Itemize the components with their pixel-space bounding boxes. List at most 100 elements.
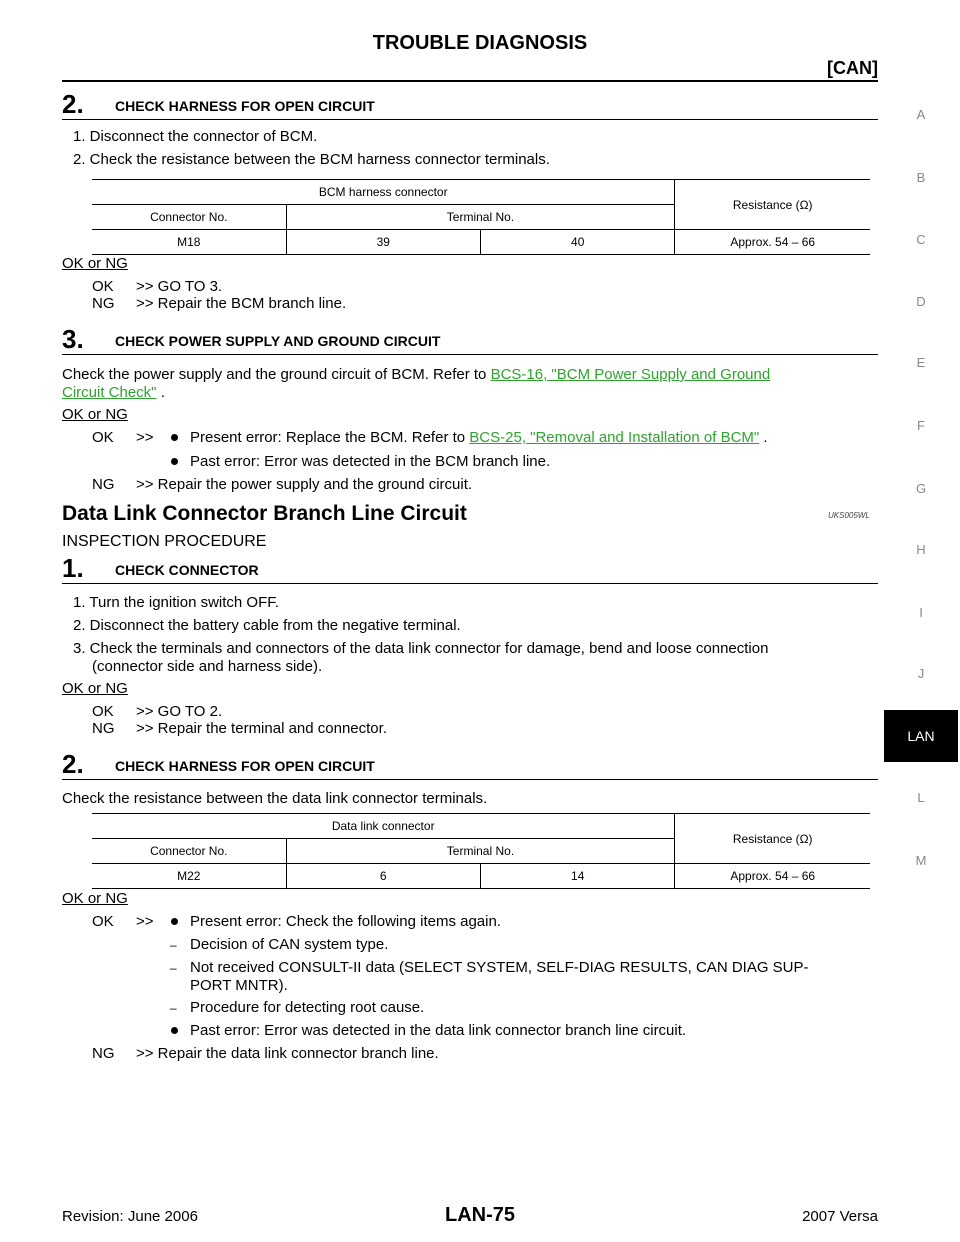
result-text: . [763, 429, 768, 446]
table-cell: 39 [285, 229, 481, 255]
result-label: OK [92, 703, 114, 720]
resistance-table: Data link connector Resistance (Ω) Conne… [92, 813, 870, 889]
table-connector-header: Connector No. [92, 838, 287, 864]
bullet-icon [171, 918, 178, 925]
index-tab-g[interactable]: G [915, 481, 927, 496]
result-text: Present error: Replace the BCM. Refer to… [190, 429, 768, 447]
resistance-table: BCM harness connector Resistance (Ω) Con… [92, 179, 870, 255]
result-text: Present error: Check the following items… [190, 913, 501, 930]
index-tab-j[interactable]: J [917, 666, 925, 681]
result-text: >> GO TO 2. [136, 703, 223, 720]
result-text: >> Repair the data link connector branch… [136, 1045, 439, 1062]
result-label: NG [92, 295, 115, 312]
reference-link[interactable]: BCS-25, "Removal and Installation of BCM… [469, 429, 760, 446]
step-number: 2. [62, 749, 84, 779]
dash-icon: – [170, 938, 177, 952]
index-tab-h[interactable]: H [916, 542, 926, 557]
index-tab-i[interactable]: I [919, 605, 923, 620]
step-number: 3. [62, 324, 84, 354]
ok-or-ng-label: OK or NG [62, 255, 128, 272]
sub-item: Not received CONSULT-II data (SELECT SYS… [190, 959, 809, 976]
result-label: NG [92, 1045, 115, 1062]
table-resistance-header: Resistance (Ω) [674, 179, 870, 230]
step-title: CHECK POWER SUPPLY AND GROUND CIRCUIT [115, 333, 441, 349]
sub-item: Decision of CAN system type. [190, 936, 389, 953]
table-cell: 14 [479, 863, 675, 889]
step-number: 1. [62, 553, 84, 583]
table-cell: M22 [92, 863, 287, 889]
reference-link[interactable]: BCS-16, "BCM Power Supply and Ground [490, 366, 771, 383]
footer-model: 2007 Versa [802, 1208, 878, 1225]
result-text: >> Repair the terminal and connector. [136, 720, 387, 737]
result-text: >> Repair the BCM branch line. [136, 295, 347, 312]
bullet-icon [171, 458, 178, 465]
result-label: OK [92, 278, 114, 295]
table-group-header: BCM harness connector [92, 179, 675, 205]
step-number: 2. [62, 89, 84, 119]
ok-or-ng-label: OK or NG [62, 680, 128, 697]
ok-or-ng-label: OK or NG [62, 890, 128, 907]
instruction-line: 2. Disconnect the battery cable from the… [73, 617, 461, 634]
page-section-label: [CAN] [827, 58, 878, 78]
instruction-line: 3. Check the terminals and connectors of… [73, 640, 769, 657]
index-tab-c[interactable]: C [916, 232, 926, 247]
index-tab-lan-active[interactable]: LAN [884, 710, 958, 762]
step-header: 1. CHECK CONNECTOR [62, 555, 878, 584]
index-tab-b[interactable]: B [916, 170, 926, 185]
reference-link[interactable]: Circuit Check" [62, 384, 157, 401]
result-text: Past error: Error was detected in the BC… [190, 453, 551, 470]
header-divider [62, 80, 878, 82]
result-label: NG [92, 720, 115, 737]
step-header: 2. CHECK HARNESS FOR OPEN CIRCUIT [62, 91, 878, 120]
table-cell: 6 [285, 863, 481, 889]
table-group-header: Data link connector [92, 813, 675, 839]
instruction-line: 2. Check the resistance between the BCM … [73, 151, 550, 168]
footer-revision: Revision: June 2006 [62, 1208, 198, 1225]
section-code: UKS005WL [828, 511, 870, 520]
step-header: 2. CHECK HARNESS FOR OPEN CIRCUIT [62, 751, 878, 780]
index-tab-a[interactable]: A [916, 107, 926, 122]
instruction-line: 1. Disconnect the connector of BCM. [73, 128, 318, 145]
paragraph-text: Check the power supply and the ground ci… [62, 366, 487, 383]
instruction-line: (connector side and harness side). [92, 658, 323, 675]
dash-icon: – [170, 961, 177, 975]
ok-or-ng-label: OK or NG [62, 406, 128, 423]
result-label: OK [92, 429, 114, 446]
table-terminal-header: Terminal No. [285, 838, 675, 864]
section-title: Data Link Connector Branch Line Circuit [62, 502, 467, 525]
step-title: CHECK HARNESS FOR OPEN CIRCUIT [115, 98, 375, 114]
paragraph: Circuit Check" . [62, 384, 165, 402]
index-tab-d[interactable]: D [916, 294, 926, 309]
dash-icon: – [170, 1001, 177, 1015]
section-subtitle: INSPECTION PROCEDURE [62, 533, 267, 550]
index-tab-e[interactable]: E [916, 355, 926, 370]
result-label: OK [92, 913, 114, 930]
table-terminal-header: Terminal No. [285, 204, 675, 230]
bullet-icon [171, 1027, 178, 1034]
sub-item: Procedure for detecting root cause. [190, 999, 425, 1016]
sub-item: PORT MNTR). [190, 977, 288, 994]
table-cell: 40 [479, 229, 675, 255]
paragraph: Check the power supply and the ground ci… [62, 366, 878, 384]
table-cell: M18 [92, 229, 287, 255]
bullet-icon [171, 434, 178, 441]
instruction-line: 1. Turn the ignition switch OFF. [73, 594, 279, 611]
table-cell: Approx. 54 – 66 [674, 229, 870, 255]
step-header: 3. CHECK POWER SUPPLY AND GROUND CIRCUIT [62, 326, 878, 355]
index-tab-f[interactable]: F [917, 418, 925, 433]
result-text: >> Repair the power supply and the groun… [136, 476, 473, 493]
result-label: NG [92, 476, 115, 493]
result-text: Present error: Replace the BCM. Refer to [190, 429, 466, 446]
result-text: >> GO TO 3. [136, 278, 223, 295]
table-connector-header: Connector No. [92, 204, 287, 230]
paragraph: Check the resistance between the data li… [62, 790, 488, 807]
result-text: Past error: Error was detected in the da… [190, 1022, 687, 1039]
table-cell: Approx. 54 – 66 [674, 863, 870, 889]
result-arrow: >> [136, 913, 154, 930]
index-tab-l[interactable]: L [917, 790, 925, 805]
table-resistance-header: Resistance (Ω) [674, 813, 870, 864]
step-title: CHECK CONNECTOR [115, 562, 259, 578]
page-title: TROUBLE DIAGNOSIS [372, 32, 588, 54]
index-tab-m[interactable]: M [915, 853, 927, 868]
footer-page-number: LAN-75 [444, 1204, 515, 1226]
